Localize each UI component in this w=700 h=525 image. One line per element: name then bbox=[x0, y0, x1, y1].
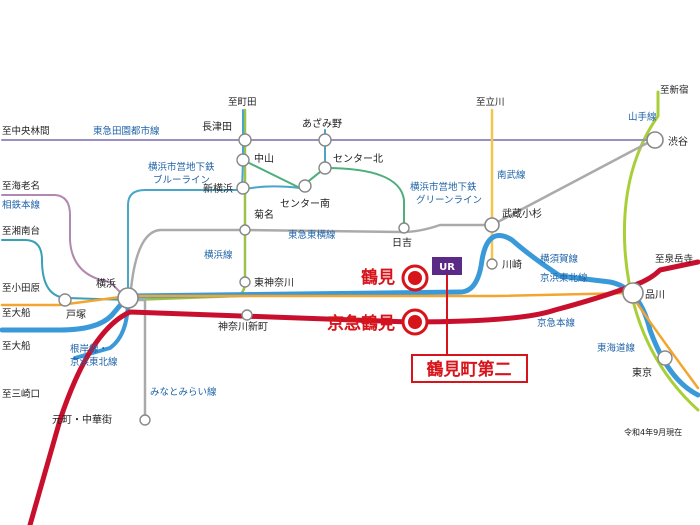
dest-machida: 至町田 bbox=[228, 97, 257, 108]
dest-tachikawa: 至立川 bbox=[476, 96, 505, 108]
shonandai-line bbox=[1, 239, 129, 301]
shinagawa-label: 品川 bbox=[645, 289, 665, 301]
totsuka-station-marker bbox=[58, 293, 72, 307]
hiyoshi-label: 日吉 bbox=[392, 237, 412, 249]
kawasaki-station-marker bbox=[486, 258, 498, 270]
nagatsuta-label: 長津田 bbox=[202, 121, 232, 133]
yokosuka-label: 横須賀線 bbox=[540, 253, 579, 265]
tokyo-station-marker bbox=[657, 350, 673, 366]
sotetsu-line bbox=[1, 194, 129, 301]
kikuna-label: 菊名 bbox=[254, 208, 274, 221]
dest-odawara: 至小田原 bbox=[2, 283, 40, 294]
property-marker: UR 鶴見町第二 bbox=[411, 257, 528, 383]
dest-ofuna-2: 至大船 bbox=[2, 340, 31, 352]
dest-shonandai: 至湘南台 bbox=[2, 225, 40, 237]
blue-line-label-2: ブルーライン bbox=[153, 174, 210, 186]
nakayama-label: 中山 bbox=[254, 152, 274, 165]
tokaido-line bbox=[0, 291, 700, 390]
shin-yokohama-station-marker bbox=[236, 181, 250, 195]
ur-logo-text: UR bbox=[439, 262, 455, 273]
ur-logo-box bbox=[432, 257, 462, 275]
keikyu-label: 京急本線 bbox=[537, 317, 576, 329]
musashi-kosugi-label: 武蔵小杉 bbox=[502, 207, 542, 220]
minatomirai-label: みなとみらい線 bbox=[150, 386, 217, 398]
center-minami-station-marker bbox=[298, 179, 312, 193]
sotetsu-label: 相鉄本線 bbox=[2, 199, 41, 211]
keihin-tohoku-label: 京浜東北線 bbox=[540, 272, 588, 284]
musashi-kosugi-station-marker bbox=[484, 217, 500, 233]
station-markers bbox=[58, 131, 673, 426]
dest-misakiguchi: 至三崎口 bbox=[2, 388, 40, 400]
kanagawa-shinmachi-station-marker bbox=[241, 309, 253, 321]
center-kita-station-marker bbox=[318, 161, 332, 175]
denentoshi-label: 東急田園都市線 bbox=[93, 125, 160, 137]
hiyoshi-station-marker bbox=[398, 222, 410, 234]
dest-ebina: 至海老名 bbox=[2, 180, 40, 192]
green-line-label-1: 横浜市営地下鉄 bbox=[410, 181, 477, 193]
tsurumi-label: 鶴見 bbox=[361, 267, 395, 288]
tsurumi-marker-dot bbox=[408, 271, 422, 285]
higashikanagawa-label: 東神奈川 bbox=[254, 276, 294, 289]
date-note: 令和4年9月現在 bbox=[624, 427, 682, 437]
blue-line-label-1: 横浜市営地下鉄 bbox=[148, 161, 215, 173]
kawasaki-label: 川崎 bbox=[502, 258, 522, 271]
motomachi-label: 元町・中華街 bbox=[52, 413, 112, 426]
kanagawa-shinmachi-label: 神奈川新町 bbox=[218, 320, 268, 333]
higashikanagawa-station-marker bbox=[239, 276, 251, 288]
shibuya-station-marker bbox=[646, 131, 664, 149]
dest-chuo-rinkan: 至中央林間 bbox=[2, 125, 50, 137]
dest-sengakuji: 至泉岳寺 bbox=[655, 253, 694, 265]
negishi-label-1: 根岸線・ bbox=[70, 343, 108, 355]
station-labels: 横浜 戸塚 新横浜 菊名 東神奈川 神奈川新町 長津田 中山 センター南 センタ… bbox=[52, 117, 688, 426]
keikyu-tsurumi-marker-dot bbox=[408, 315, 422, 329]
negishi-label-2: 京浜東北線 bbox=[70, 356, 118, 368]
toyoko-label: 東急東横線 bbox=[288, 229, 336, 241]
azamino-station-marker bbox=[318, 133, 332, 147]
yokohama-station-marker bbox=[117, 287, 139, 309]
line-labels: 東急田園都市線 山手線 横浜市営地下鉄 ブルーライン 横浜市営地下鉄 グリーンラ… bbox=[2, 111, 657, 398]
tokyo-label: 東京 bbox=[632, 366, 652, 379]
highlight-markers bbox=[401, 264, 429, 336]
yokohama-line bbox=[130, 108, 247, 302]
nambu-label: 南武線 bbox=[497, 169, 526, 181]
yokohama-label: 横浜 bbox=[96, 277, 116, 290]
tokaido-label: 東海道線 bbox=[597, 342, 636, 354]
kikuna-station-marker bbox=[239, 224, 251, 236]
keikyu-tsurumi-label: 京急鶴見 bbox=[327, 313, 395, 334]
shinagawa-station-marker bbox=[622, 282, 644, 304]
destination-labels: 至町田 至立川 至新宿 至中央林間 至海老名 至湘南台 至小田原 至大船 至大船… bbox=[2, 84, 694, 400]
green-line-label-2: グリーンライン bbox=[416, 194, 482, 206]
center-minami-label: センター南 bbox=[280, 197, 330, 210]
totsuka-label: 戸塚 bbox=[66, 309, 86, 321]
center-kita-label: センター北 bbox=[333, 153, 383, 165]
jr-line bbox=[0, 233, 700, 398]
shibuya-label: 渋谷 bbox=[668, 135, 688, 148]
minatomirai-line bbox=[128, 298, 147, 422]
dest-ofuna-1: 至大船 bbox=[2, 307, 31, 319]
yamanote-label: 山手線 bbox=[628, 111, 657, 123]
property-label: 鶴見町第二 bbox=[427, 359, 512, 380]
nagatsuta-station-marker bbox=[238, 133, 252, 147]
property-label-box bbox=[411, 354, 528, 383]
motomachi-station-marker bbox=[139, 414, 151, 426]
shin-yokohama-label: 新横浜 bbox=[203, 182, 233, 195]
azamino-label: あざみ野 bbox=[302, 117, 342, 130]
nakayama-station-marker bbox=[236, 153, 250, 167]
dest-shinjuku: 至新宿 bbox=[660, 84, 689, 96]
yokohama-line-label: 横浜線 bbox=[204, 249, 233, 261]
